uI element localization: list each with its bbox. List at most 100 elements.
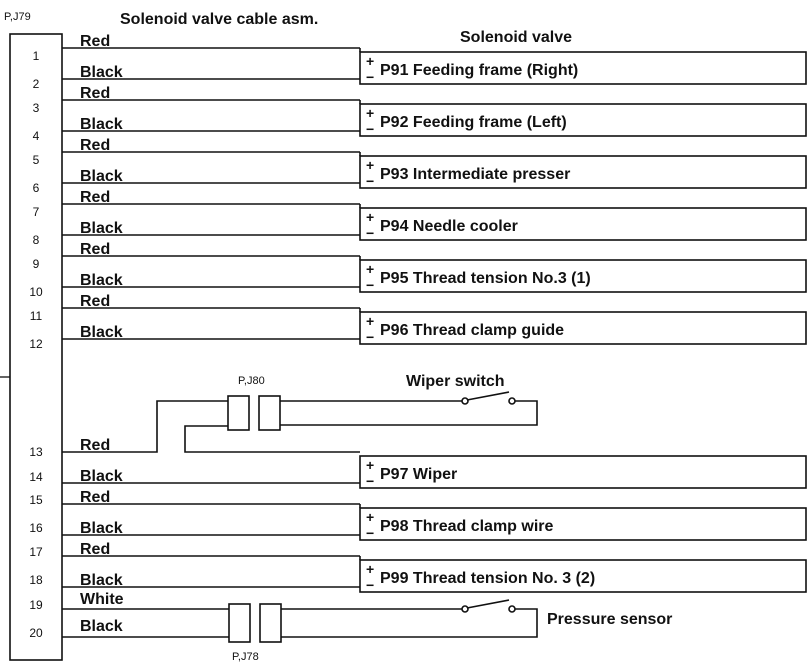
- pin-number: 2: [33, 77, 40, 91]
- pressure-sensor-circuit: P,J78 Pressure sensor White Black: [62, 591, 672, 663]
- solenoid-valve-title: Solenoid valve: [460, 29, 572, 46]
- polarity-minus: −: [366, 473, 374, 489]
- pin-number: 4: [33, 129, 40, 143]
- pin-number: 20: [29, 626, 43, 640]
- polarity-plus: +: [366, 313, 374, 329]
- pressure-switch-contact-left: [461, 605, 469, 613]
- wiper-switch-contact-right: [508, 397, 516, 405]
- pin-number: 19: [29, 598, 43, 612]
- wiper-connector-label: P,J80: [238, 375, 265, 387]
- polarity-minus: −: [366, 225, 374, 241]
- pressure-connector-label: P,J78: [232, 651, 259, 663]
- wire-label-red: Red: [80, 541, 110, 558]
- valve-label: P97 Wiper: [380, 466, 457, 483]
- pin-number: 10: [29, 285, 43, 299]
- solenoid-valve: +−P91 Feeding frame (Right): [359, 51, 807, 85]
- solenoid-valve: +−P92 Feeding frame (Left): [359, 103, 807, 137]
- pin-number: 1: [33, 49, 40, 63]
- valve-box: [359, 259, 807, 293]
- wire-wiper-return: [184, 425, 360, 453]
- valve-label: P99 Thread tension No. 3 (2): [380, 570, 595, 587]
- polarity-minus: −: [366, 277, 374, 293]
- polarity-plus: +: [366, 261, 374, 277]
- wire-label-black: Black: [80, 572, 123, 589]
- pin-number: 5: [33, 153, 40, 167]
- polarity-plus: +: [366, 53, 374, 69]
- pressure-switch-lever: [466, 599, 510, 609]
- pin-number: 15: [29, 493, 43, 507]
- wire-label-black: Black: [80, 168, 123, 185]
- wire-label-black: Black: [80, 272, 123, 289]
- pressure-connector-socket: [259, 603, 282, 643]
- solenoid-valve: +−P98 Thread clamp wire: [359, 507, 807, 541]
- valve-box: [359, 207, 807, 241]
- wire-label-red: Red: [80, 489, 110, 506]
- pin-number: 3: [33, 101, 40, 115]
- pin-number: 12: [29, 337, 43, 351]
- polarity-plus: +: [366, 457, 374, 473]
- main-connector-label: P,J79: [4, 11, 31, 23]
- solenoid-valves: +−P91 Feeding frame (Right)+−P92 Feeding…: [359, 51, 807, 593]
- solenoid-valve: +−P97 Wiper: [359, 455, 807, 489]
- cable-assembly-title: Solenoid valve cable asm.: [120, 11, 318, 28]
- valve-label: P98 Thread clamp wire: [380, 518, 554, 535]
- wire-13-to-wiper: [62, 400, 228, 453]
- pin-number: 7: [33, 205, 40, 219]
- wire-label-red: Red: [80, 33, 110, 50]
- polarity-minus: −: [366, 577, 374, 593]
- pin-number: 9: [33, 257, 40, 271]
- wire-label-red: Red: [80, 137, 110, 154]
- wire-label-black: Black: [80, 618, 123, 635]
- solenoid-valve: +−P95 Thread tension No.3 (1): [359, 259, 807, 293]
- pressure-wire-return: [281, 608, 538, 638]
- pressure-switch-contact-right: [508, 605, 516, 613]
- polarity-minus: −: [366, 121, 374, 137]
- polarity-plus: +: [366, 561, 374, 577]
- valve-box: [359, 51, 807, 85]
- wire-label-black: Black: [80, 468, 123, 485]
- wiper-switch-contact-left: [461, 397, 469, 405]
- valve-box: [359, 559, 807, 593]
- wiper-switch-lever: [466, 391, 510, 401]
- wires: RedBlackRedBlackRedBlackRedBlackRedBlack…: [62, 33, 361, 589]
- pin-number: 14: [29, 470, 43, 484]
- polarity-plus: +: [366, 105, 374, 121]
- valve-label: P92 Feeding frame (Left): [380, 114, 567, 131]
- wire-label-red: Red: [80, 437, 110, 454]
- wire-label-red: Red: [80, 189, 110, 206]
- valve-label: P96 Thread clamp guide: [380, 322, 564, 339]
- wiper-switch-wire-return: [280, 400, 538, 426]
- polarity-minus: −: [366, 329, 374, 345]
- polarity-minus: −: [366, 525, 374, 541]
- main-connector-block: [9, 33, 63, 661]
- wiper-connector-plug: [227, 395, 250, 431]
- pin-number: 6: [33, 181, 40, 195]
- solenoid-valve: +−P94 Needle cooler: [359, 207, 807, 241]
- pin-number: 16: [29, 521, 43, 535]
- wire-label-red: Red: [80, 241, 110, 258]
- wire-label-red: Red: [80, 85, 110, 102]
- pin-number: 17: [29, 545, 43, 559]
- solenoid-valve: +−P96 Thread clamp guide: [359, 311, 807, 345]
- polarity-minus: −: [366, 69, 374, 85]
- wire-label-black: Black: [80, 220, 123, 237]
- polarity-plus: +: [366, 209, 374, 225]
- wire-label-red: Red: [80, 293, 110, 310]
- pressure-connector-plug: [228, 603, 251, 643]
- valve-box: [359, 507, 807, 541]
- valve-label: P94 Needle cooler: [380, 218, 518, 235]
- valve-label: P93 Intermediate presser: [380, 166, 570, 183]
- pressure-sensor-label: Pressure sensor: [547, 611, 672, 628]
- wiper-switch-circuit: P,J80 Wiper switch: [62, 373, 538, 453]
- solenoid-valve: +−P99 Thread tension No. 3 (2): [359, 559, 807, 593]
- valve-box: [359, 311, 807, 345]
- pin-number: 8: [33, 233, 40, 247]
- solenoid-valve: +−P93 Intermediate presser: [359, 155, 807, 189]
- valve-box: [359, 103, 807, 137]
- wire-label-black: Black: [80, 324, 123, 341]
- valve-label: P91 Feeding frame (Right): [380, 62, 578, 79]
- wire-label-white: White: [80, 591, 124, 608]
- valve-box: [359, 155, 807, 189]
